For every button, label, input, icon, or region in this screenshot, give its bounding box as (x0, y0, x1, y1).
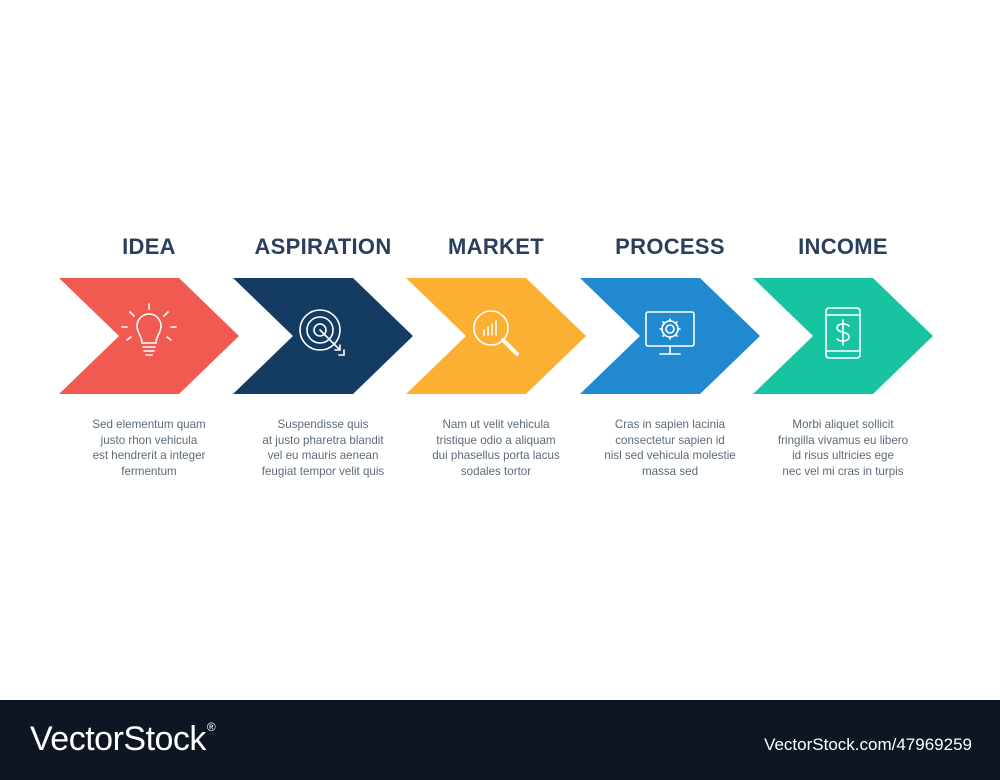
watermark-footer: VectorStock® VectorStock.com/47969259 (0, 700, 1000, 780)
step-description: Sed elementum quam justo rhon vehicula e… (54, 417, 244, 479)
step-description: Morbi aliquet sollicit fringilla vivamus… (748, 417, 938, 479)
description-line: consectetur sapien id (615, 433, 725, 447)
description-line: dui phasellus porta lacus (432, 449, 560, 462)
description-line: feugiat tempor velit quis (261, 464, 385, 478)
process-infographic: IDEA Sed elementum quam jus (59, 0, 933, 700)
description-line: tristique odio a aliquam (436, 433, 556, 447)
registered-mark: ® (206, 720, 216, 734)
magnifier-chart-icon (463, 300, 529, 366)
step-income: INCOME Morbi aliquet sollicit fringilla … (753, 0, 933, 700)
description-line: at justo pharetra blandit (262, 433, 384, 447)
step-process: PROCESS Cras in (580, 0, 760, 700)
step-description: Cras in sapien lacinia consectetur sapie… (575, 417, 765, 479)
image-id: VectorStock.com/47969259 (764, 735, 972, 754)
chevron-arrow (59, 278, 239, 394)
description-line: justo rhon vehicula (100, 433, 198, 447)
tablet-dollar-icon (810, 300, 876, 366)
brand-logo: VectorStock® (30, 720, 216, 759)
description-line: massa sed (641, 464, 699, 478)
description-line: Sed elementum quam (92, 418, 206, 431)
description-line: Nam ut velit vehicula (442, 418, 550, 431)
description-line: fringilla vivamus eu libero (777, 433, 909, 447)
step-description: Nam ut velit vehicula tristique odio a a… (401, 417, 591, 479)
description-line: nec vel mi cras in turpis (782, 464, 904, 478)
step-description: Suspendisse quis at justo pharetra bland… (228, 417, 418, 479)
step-title: IDEA (122, 234, 176, 259)
step-title: PROCESS (615, 234, 725, 259)
step-market: MARKET Nam ut velit vehicula tristique o… (406, 0, 586, 700)
target-icon (290, 300, 356, 366)
chevron-arrow (580, 278, 760, 394)
chevron-arrow (406, 278, 586, 394)
description-line: Morbi aliquet sollicit (792, 418, 894, 431)
step-aspiration: ASPIRATION Suspendisse quis at justo pha… (233, 0, 413, 700)
description-line: vel eu mauris aenean (267, 449, 379, 462)
monitor-gear-icon (637, 300, 703, 366)
brand-name: VectorStock (30, 720, 206, 758)
description-line: est hendrerit a integer (92, 449, 206, 462)
description-line: Cras in sapien lacinia (614, 418, 726, 431)
description-line: sodales tortor (460, 464, 532, 478)
description-line: fermentum (121, 464, 177, 478)
step-idea: IDEA Sed elementum quam jus (59, 0, 239, 700)
lightbulb-icon (116, 300, 182, 366)
description-line: Suspendisse quis (277, 418, 369, 431)
step-title: MARKET (448, 234, 544, 259)
step-title: INCOME (798, 234, 888, 259)
description-line: nisl sed vehicula molestie (604, 449, 736, 462)
description-line: id risus ultricies ege (792, 449, 894, 462)
step-title: ASPIRATION (254, 234, 392, 259)
